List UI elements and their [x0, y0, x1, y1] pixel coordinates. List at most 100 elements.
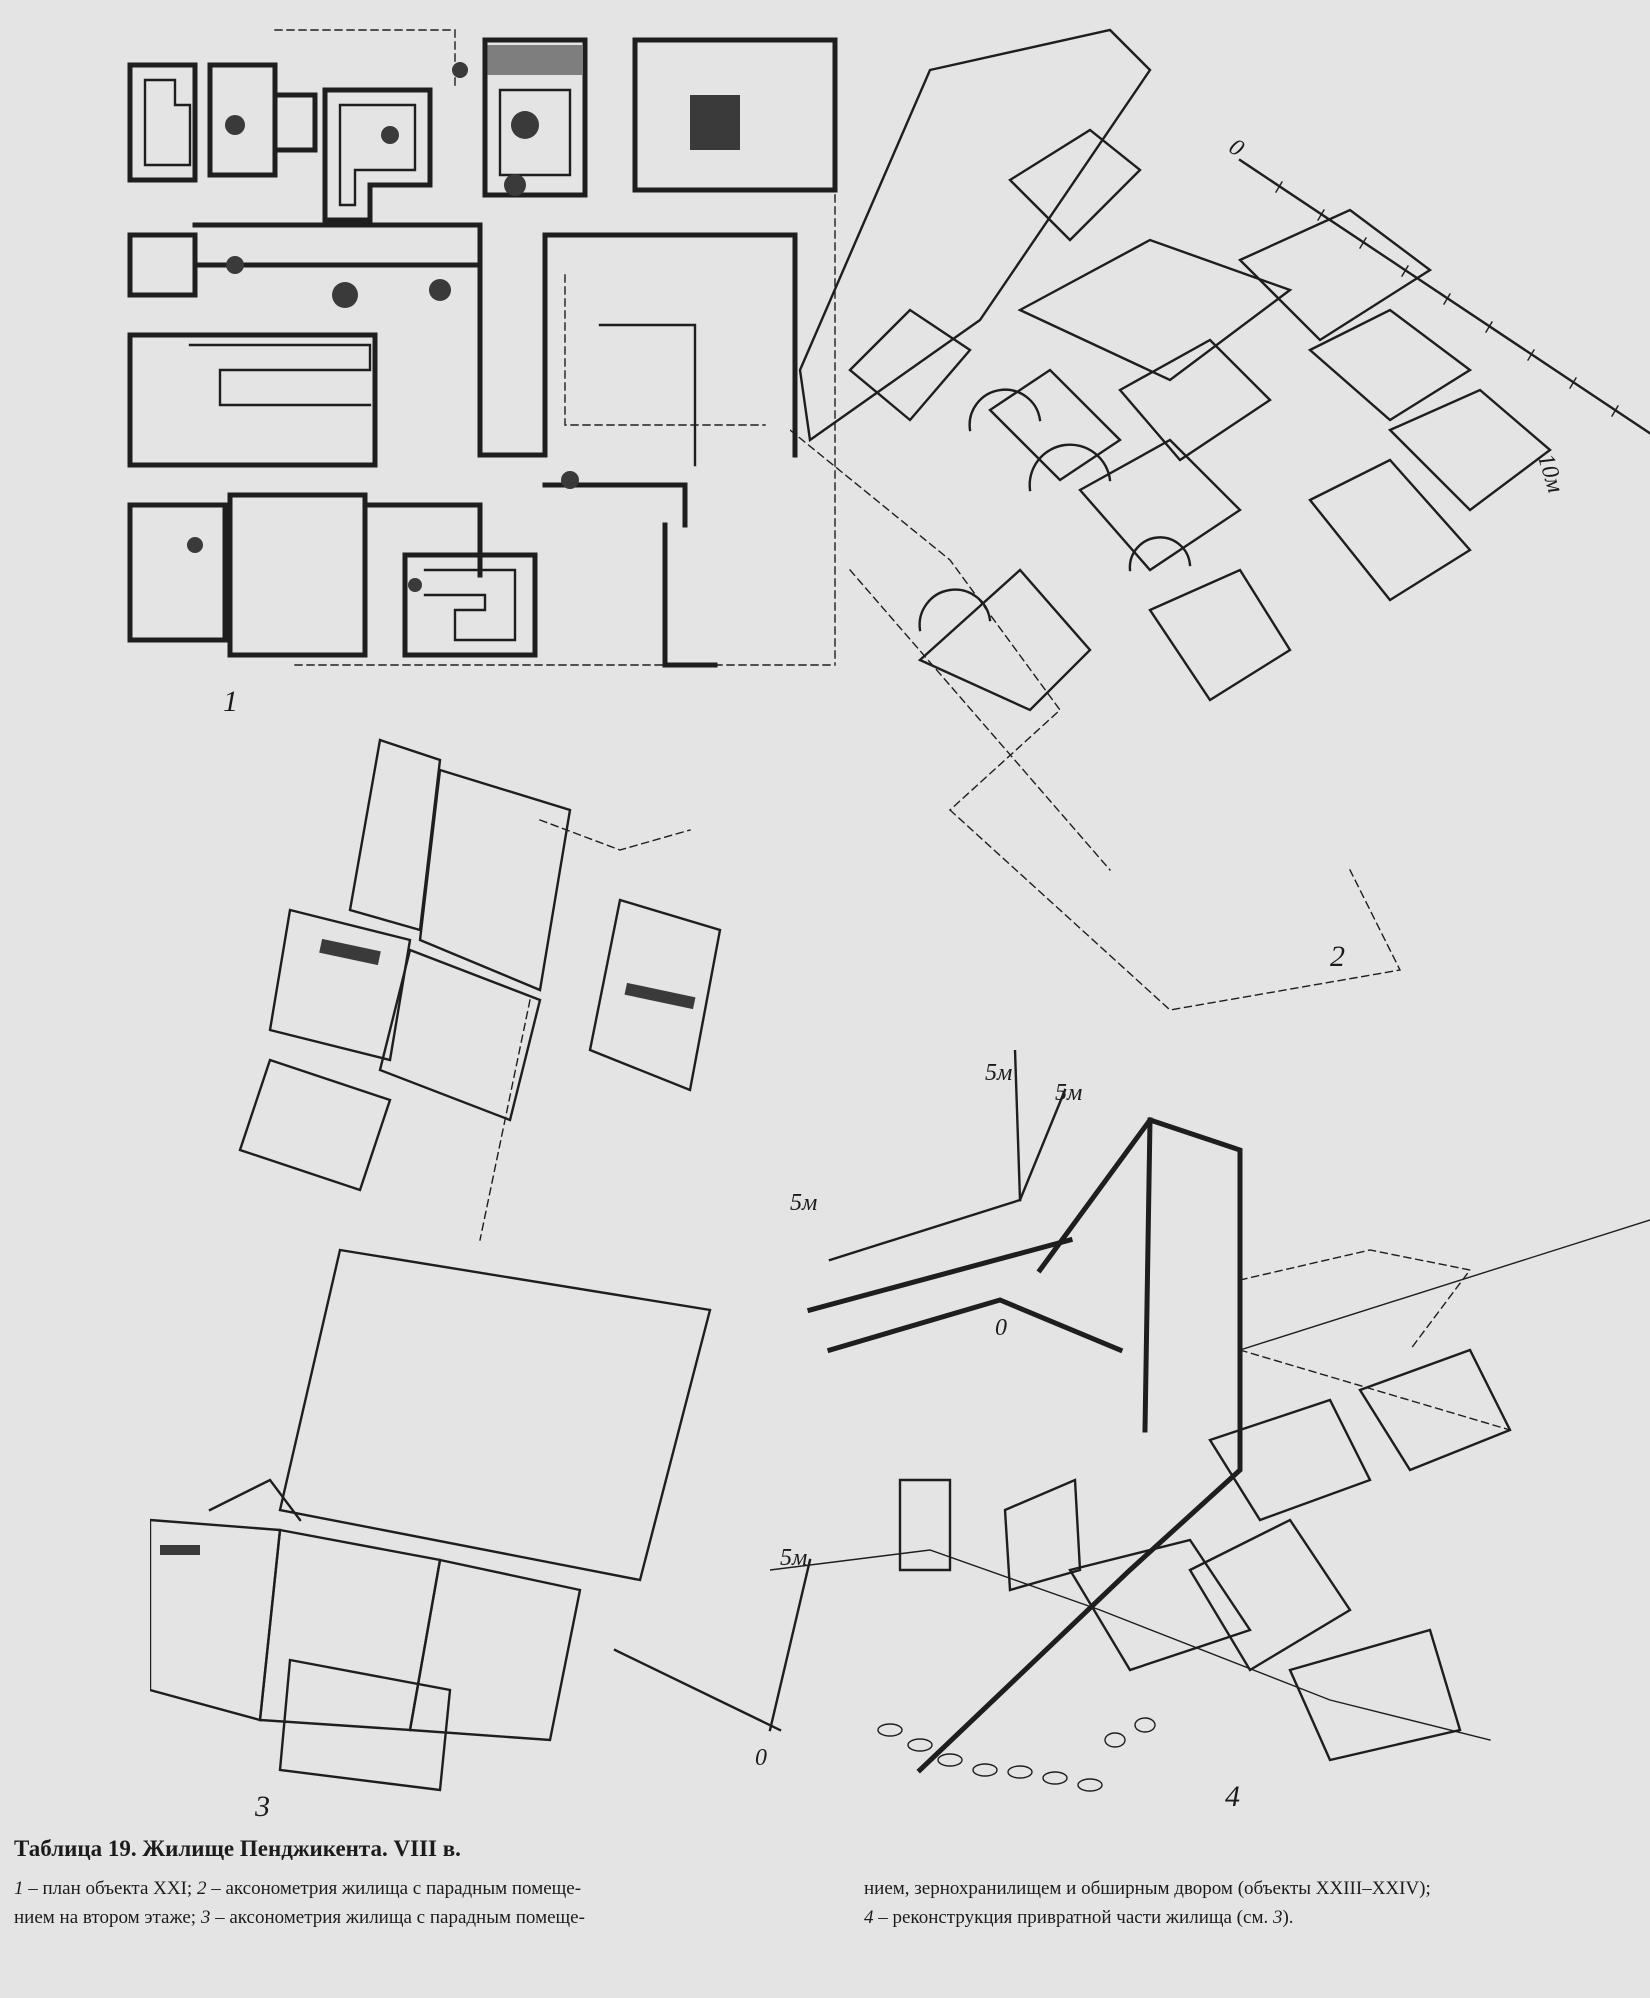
plan-hatched-area	[690, 95, 740, 150]
plan-spot	[452, 62, 468, 78]
axon-block	[1078, 438, 1242, 572]
figure-2-number: 2	[1330, 940, 1345, 973]
axon-block	[1308, 458, 1472, 602]
plan-spot	[561, 471, 579, 489]
scale-tick	[1317, 209, 1325, 221]
stone	[937, 1753, 963, 1767]
axon-block	[208, 1478, 302, 1522]
caption-line: нием на втором этаже; 3 – аксонометрия ж…	[14, 1907, 585, 1928]
stone	[1077, 1778, 1103, 1792]
reconstruction-drawing	[770, 1050, 1650, 1792]
plan-wall	[542, 482, 688, 528]
plan-room	[207, 62, 278, 178]
figure-2-axonometry: 0 10м 2	[790, 10, 1650, 1050]
scale-tick	[1485, 321, 1493, 333]
gate-wall	[916, 1117, 1243, 1774]
axon-block	[1387, 388, 1552, 512]
plan-wall	[423, 568, 517, 642]
axon-block	[588, 898, 722, 1092]
axon-dashed-outline	[479, 999, 531, 1241]
gate-door	[898, 1478, 952, 1572]
scale-tick	[1401, 265, 1409, 277]
scale-axis-y	[768, 1558, 812, 1732]
gate-block	[1068, 1538, 1252, 1672]
gate-block	[1288, 1628, 1462, 1762]
stone	[877, 1723, 903, 1737]
figure-3-axonometry: 5м 0 3	[150, 730, 850, 1830]
gate-wall	[806, 1236, 1074, 1314]
plan-spot	[408, 578, 422, 592]
scale-tick	[1443, 293, 1451, 305]
figure-1-number: 1	[223, 685, 238, 718]
plan-room	[632, 37, 838, 193]
axon-block	[1017, 238, 1293, 382]
axon-block	[1148, 568, 1292, 702]
axonometry-drawing	[150, 738, 812, 1792]
gate-door	[1003, 1478, 1082, 1592]
figure-4-number: 4	[1225, 1780, 1240, 1813]
scale-tick	[1527, 349, 1535, 361]
plan-spot	[332, 282, 358, 308]
figure-4-scale-5m-a: 5м	[985, 1060, 1013, 1086]
ground-line	[770, 1549, 1491, 1741]
gate-dashed-outline	[1239, 1349, 1511, 1431]
caption-column-left: 1 – план объекта XXI; 2 – аксонометрия ж…	[14, 1874, 814, 1932]
axon-block	[848, 308, 972, 422]
axon-arch	[1028, 443, 1112, 492]
axon-hatched-strip	[160, 1545, 200, 1555]
plan-room	[227, 492, 368, 658]
plan-room	[322, 87, 433, 223]
gate-block	[1208, 1398, 1372, 1522]
scale-axis-y	[1013, 1050, 1022, 1202]
figure-3-scale-zero: 0	[755, 1745, 767, 1771]
plan-spot	[381, 126, 399, 144]
axon-block	[1008, 128, 1142, 242]
plan-dashed-outline	[274, 29, 456, 91]
plan-spot	[226, 256, 244, 274]
axon-block	[1118, 338, 1272, 462]
gate-wall	[826, 1297, 1124, 1354]
axonometry-drawing	[790, 28, 1650, 1011]
caption-line: 4 – реконструкция привратной части жилищ…	[864, 1907, 1294, 1928]
stone	[1104, 1732, 1126, 1748]
scale-tick	[1569, 377, 1577, 389]
axon-dashed-outline	[949, 809, 1402, 1011]
plan-room	[127, 62, 198, 183]
figure-4-scale-5m-b: 5м	[1055, 1080, 1083, 1106]
plate-title: Таблица 19. Жилище Пенджикента. VIII в.	[14, 1836, 461, 1861]
stone	[1042, 1771, 1068, 1785]
scale-axis-x	[613, 1648, 782, 1732]
axon-hatched-strip	[319, 938, 381, 966]
plan-wall	[188, 343, 372, 407]
plan-room	[402, 552, 538, 658]
plan-wall	[662, 522, 718, 668]
axon-block	[348, 738, 442, 932]
plan-room	[127, 332, 378, 468]
gate-dashed-outline	[1239, 1249, 1472, 1351]
axon-dashed-outline	[790, 429, 1061, 811]
caption-line: 1 – план объекта XXI; 2 – аксонометрия ж…	[14, 1878, 582, 1899]
plan-room	[498, 88, 572, 177]
scale-tick	[1611, 405, 1619, 417]
axon-arch	[918, 588, 992, 632]
axon-dashed-outline	[539, 819, 691, 851]
axon-hatched-strip	[624, 982, 696, 1010]
plan-spot	[511, 111, 539, 139]
axon-block	[268, 908, 412, 1062]
axon-block	[408, 1558, 582, 1742]
gate-block	[1188, 1518, 1352, 1672]
stone	[907, 1738, 933, 1752]
axon-block	[418, 768, 572, 992]
plan-room	[482, 37, 588, 198]
axon-block	[278, 1658, 452, 1792]
axon-block	[988, 368, 1122, 482]
axon-block	[238, 1058, 392, 1192]
axon-block	[1237, 208, 1433, 342]
stone	[972, 1763, 998, 1777]
stone	[1007, 1765, 1033, 1779]
axon-block	[917, 568, 1092, 712]
plan-spot	[504, 174, 526, 196]
scale-tick	[1275, 181, 1283, 193]
scale-bar-10m	[1238, 158, 1650, 435]
